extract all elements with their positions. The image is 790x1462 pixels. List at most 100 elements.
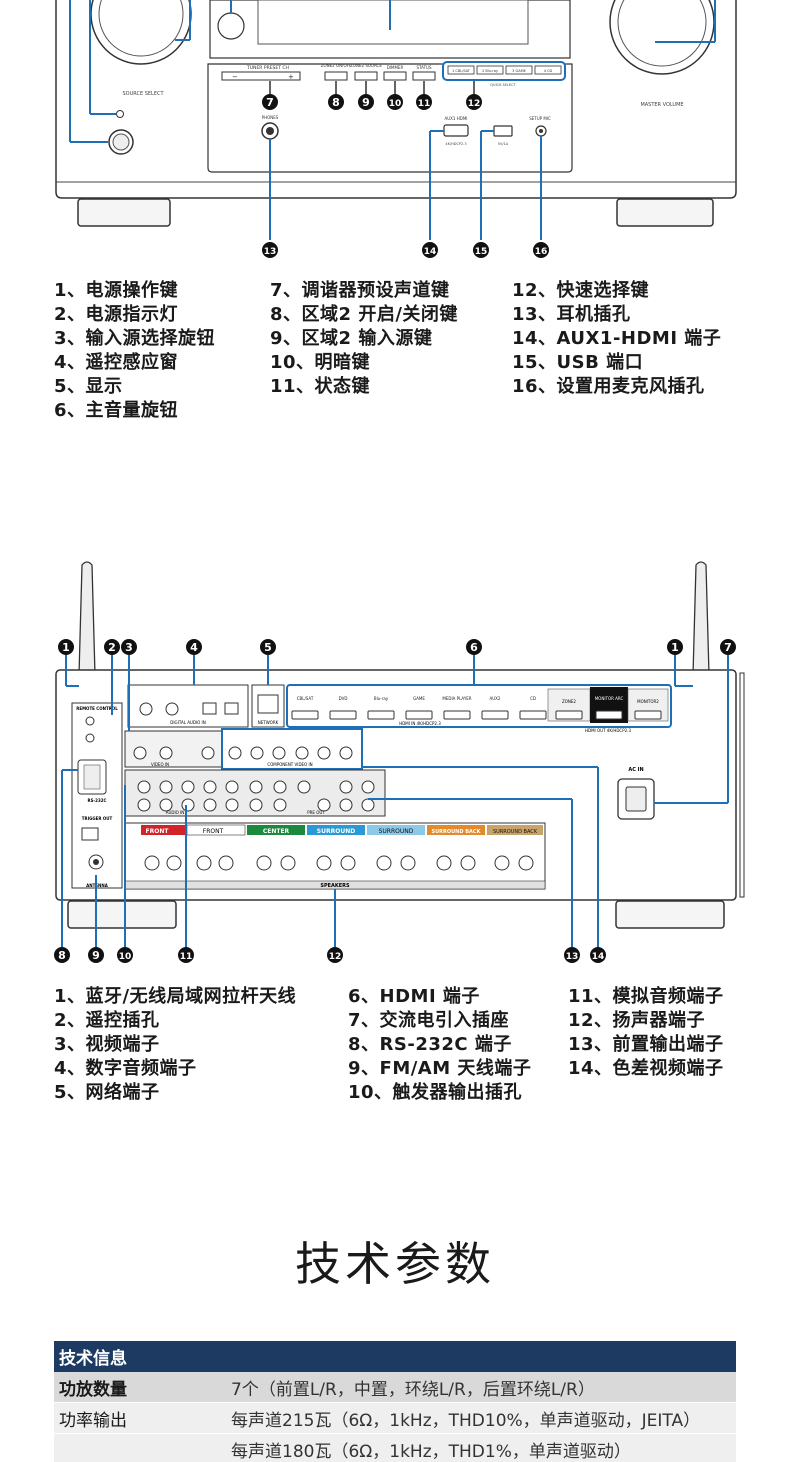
spec-value: 每声道180瓦（6Ω，1kHz，THD1%，单声道驱动） [231, 1441, 631, 1462]
front-legend-item: 12、快速选择键 [512, 280, 650, 301]
front-legend-item: 8、区域2 开启/关闭键 [270, 304, 458, 325]
front-badge-15: 15 [475, 247, 488, 257]
dimmer-label: DIMMER [387, 65, 404, 70]
rear-badge-7: 7 [724, 641, 732, 654]
trigger-out-label: TRIGGER OUT [82, 816, 113, 821]
rear-legend-item: 2、遥控插孔 [54, 1010, 160, 1031]
rear-panel-diagram: REMOTE CONTROL RS-232C TRIGGER OUT ANTEN… [0, 555, 790, 975]
spec-key [54, 1434, 226, 1462]
phones-label: PHONES [262, 115, 279, 120]
table-row: 每声道180瓦（6Ω，1kHz，THD1%，单声道驱动） [54, 1434, 736, 1462]
front-badge-13: 13 [264, 247, 277, 257]
speakers-label: SPEAKERS [320, 883, 350, 889]
source-select-label: SOURCE SELECT [122, 91, 164, 97]
master-volume-label: MASTER VOLUME [640, 102, 683, 108]
video-in-label: VIDEO IN [151, 762, 169, 767]
hdmi-in-label: HDMI IN 4K/HDCP2.3 [399, 721, 441, 726]
rear-badge-1b: 1 [671, 641, 679, 654]
rear-panel-svg: REMOTE CONTROL RS-232C TRIGGER OUT ANTEN… [54, 561, 745, 963]
rear-legend-item: 6、HDMI 端子 [348, 986, 480, 1007]
front-panel-diagram: SOURCE SELECT MASTER VOLUME TUNER PRESET… [0, 0, 790, 270]
front-badge-9: 9 [362, 96, 370, 109]
network-label: NETWORK [258, 720, 279, 725]
rear-legend-item: 12、扬声器端子 [568, 1010, 706, 1031]
spec-key: 功率输出 [59, 1410, 127, 1431]
front-badge-10: 10 [389, 99, 402, 109]
rear-badge-12: 12 [329, 952, 342, 962]
front-legend-col2: 7、调谐器预设声道键 8、区域2 开启/关闭键 9、区域2 输入源键 10、明暗… [270, 279, 458, 399]
rear-badge-4: 4 [190, 641, 198, 654]
front-badge-16: 16 [535, 247, 548, 257]
spec-value: 7个（前置L/R，中置，环绕L/R，后置环绕L/R） [231, 1379, 595, 1400]
tuner-preset-label: TUNER PRESET CH [246, 65, 289, 71]
rear-legend-item: 4、数字音频端子 [54, 1058, 197, 1079]
rear-legend-item: 11、模拟音频端子 [568, 986, 724, 1007]
front-legend-item: 4、遥控感应窗 [54, 352, 179, 373]
rear-badge-13: 13 [566, 952, 579, 962]
front-legend-item: 2、电源指示灯 [54, 304, 179, 325]
spec-value: 每声道215瓦（6Ω，1kHz，THD10%，单声道驱动，JEITA） [231, 1410, 701, 1431]
rear-legend-item: 7、交流电引入插座 [348, 1010, 510, 1031]
rear-legend-item: 3、视频端子 [54, 1034, 160, 1055]
front-badge-8: 8 [332, 96, 340, 109]
rear-legend-item: 14、色差视频端子 [568, 1058, 724, 1079]
front-badge-7: 7 [266, 96, 274, 109]
rear-badge-2: 2 [108, 641, 116, 654]
remote-control-label: REMOTE CONTROL [76, 706, 118, 711]
quick-select-3-label: 3 GAME [512, 69, 526, 73]
front-legend-col1: 1、电源操作键 2、电源指示灯 3、输入源选择旋钮 4、遥控感应窗 5、显示 6… [54, 279, 215, 423]
rs232c-label: RS-232C [88, 798, 107, 803]
rear-badge-5: 5 [264, 641, 272, 654]
front-badge-14: 14 [424, 247, 437, 257]
rear-legend-col1: 1、蓝牙/无线局域网拉杆天线 2、遥控插孔 3、视频端子 4、数字音频端子 5、… [54, 985, 296, 1105]
table-row: 功率输出 每声道215瓦（6Ω，1kHz，THD10%，单声道驱动，JEITA） [54, 1403, 736, 1434]
usb-label: 5V/1A [498, 142, 509, 146]
rear-badge-3: 3 [125, 641, 133, 654]
spec-table: 技术信息 功放数量 7个（前置L/R，中置，环绕L/R，后置环绕L/R） 功率输… [54, 1341, 736, 1462]
front-legend-item: 13、耳机插孔 [512, 304, 631, 325]
pre-out-label: PRE OUT [307, 810, 325, 815]
audio-in-label: AUDIO IN [166, 810, 185, 815]
spec-title: 技术参数 [295, 1237, 495, 1291]
rear-badge-9: 9 [92, 949, 100, 962]
rear-legend-col3: 11、模拟音频端子 12、扬声器端子 13、前置输出端子 14、色差视频端子 [568, 985, 724, 1081]
hdmi-input-label: AUX2 [490, 696, 501, 701]
hdcp-label: 4K/HDCP2.3 [445, 142, 466, 146]
rear-legend-item: 8、RS-232C 端子 [348, 1034, 512, 1055]
front-legend-item: 1、电源操作键 [54, 280, 179, 301]
rear-legend-item: 5、网络端子 [54, 1082, 160, 1103]
front-legend-item: 10、明暗键 [270, 352, 371, 373]
quick-select-1-label: 1 CBL/SAT [452, 69, 471, 73]
rear-legend-item: 10、触发器输出插孔 [348, 1082, 523, 1103]
spec-header: 技术信息 [54, 1341, 736, 1372]
speaker-front-b-label: FRONT [203, 828, 224, 835]
quick-select-4-label: 4 CD [544, 69, 553, 73]
front-badge-group: 7 8 9 10 11 12 13 14 15 16 [262, 94, 549, 258]
front-legend-col3: 12、快速选择键 13、耳机插孔 14、AUX1-HDMI 端子 15、USB … [512, 279, 721, 399]
front-legend-item: 3、输入源选择旋钮 [54, 328, 216, 349]
quick-select-2-label: 2 Blu-ray [482, 69, 498, 73]
rear-badge-6: 6 [470, 641, 478, 654]
rear-legend-item: 9、FM/AM 天线端子 [348, 1058, 532, 1079]
speaker-surround-label: SURROUND [317, 828, 355, 835]
rear-badge-1: 1 [62, 641, 70, 654]
hdmi-input-label: GAME [413, 696, 425, 701]
zone2-hdmi-label: ZONE2 [562, 699, 576, 704]
rear-legend-item: 1、蓝牙/无线局域网拉杆天线 [54, 986, 297, 1007]
preset-minus-label: − [232, 73, 238, 81]
front-badge-11: 11 [418, 99, 431, 109]
speaker-surround-b-label: SURROUND [379, 828, 414, 835]
front-legend-item: 9、区域2 输入源键 [270, 328, 433, 349]
rear-legend-item: 13、前置输出端子 [568, 1034, 724, 1055]
speaker-front-label: FRONT [146, 828, 170, 835]
ac-in-label: AC IN [628, 767, 643, 773]
component-in-label: COMPONENT VIDEO IN [267, 762, 312, 767]
preset-plus-label: + [288, 73, 294, 81]
rear-badge-11: 11 [180, 952, 193, 962]
front-legend-item: 11、状态键 [270, 376, 371, 397]
speaker-surround-back-b-label: SURROUND BACK [493, 829, 538, 835]
speaker-surround-back-label: SURROUND BACK [432, 829, 482, 835]
front-badge-12: 12 [468, 99, 481, 109]
hdmi-out-label: HDMI OUT 4K/HDCP2.3 [585, 728, 631, 733]
quick-select-label: QUICK SELECT [490, 83, 516, 87]
